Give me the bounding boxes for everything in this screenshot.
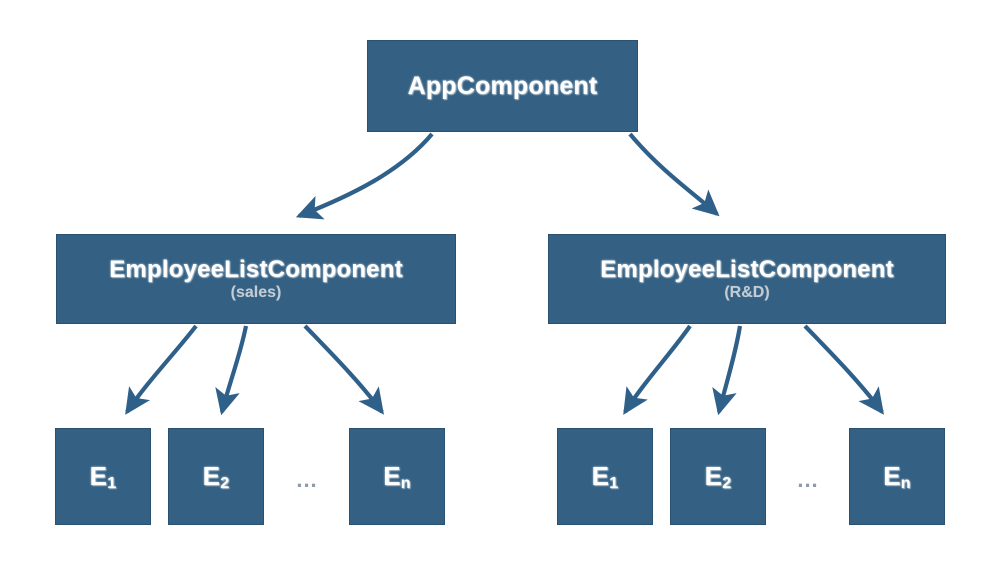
ellipsis-sales: ...: [296, 467, 318, 492]
node-employee-sales-n-base: E: [383, 460, 401, 491]
node-employee-sales-2-label: E2: [202, 460, 230, 493]
node-employee-list-component-rnd-subtitle: (R&D): [724, 283, 770, 301]
edge-rnd-to-en: [803, 324, 884, 415]
node-employee-sales-n[interactable]: En: [349, 428, 445, 525]
node-employee-sales-1-base: E: [89, 460, 108, 491]
node-employee-rnd-1-base: E: [591, 460, 610, 491]
node-employee-rnd-n-label: En: [883, 460, 911, 493]
ellipsis-rnd: ...: [797, 467, 819, 492]
node-employee-rnd-2-label: E2: [704, 460, 732, 493]
edge-rnd-to-e1: [623, 324, 692, 415]
edge-sales-to-e2: [215, 325, 249, 416]
node-employee-list-component-sales-subtitle: (sales): [230, 283, 282, 301]
node-employee-rnd-2-base: E: [704, 460, 723, 491]
node-employee-rnd-2[interactable]: E2: [670, 428, 766, 525]
node-employee-rnd-1[interactable]: E1: [557, 428, 653, 525]
node-employee-rnd-2-index: 2: [722, 474, 732, 493]
node-employee-list-component-sales[interactable]: EmployeeListComponent (sales): [56, 234, 456, 324]
node-employee-sales-1[interactable]: E1: [55, 428, 151, 525]
node-employee-rnd-n[interactable]: En: [849, 428, 945, 525]
edge-app-to-rnd: [628, 132, 720, 217]
node-app-component[interactable]: AppComponent: [367, 40, 638, 132]
node-employee-list-component-rnd-label: EmployeeListComponent: [600, 255, 894, 283]
node-employee-sales-2[interactable]: E2: [168, 428, 264, 525]
node-employee-rnd-n-index: n: [900, 474, 911, 493]
node-employee-sales-n-label: En: [383, 460, 411, 493]
node-employee-sales-n-index: n: [400, 474, 411, 493]
node-employee-sales-1-index: 1: [107, 474, 117, 493]
node-employee-list-component-sales-label: EmployeeListComponent: [109, 255, 403, 283]
node-employee-rnd-1-label: E1: [591, 460, 619, 493]
node-employee-rnd-1-index: 1: [609, 474, 619, 493]
edge-rnd-to-e2: [712, 325, 743, 416]
node-employee-sales-2-base: E: [202, 460, 221, 491]
node-employee-rnd-n-base: E: [883, 460, 901, 491]
edge-sales-to-e1: [125, 324, 198, 415]
node-employee-list-component-rnd[interactable]: EmployeeListComponent (R&D): [548, 234, 946, 324]
node-employee-sales-2-index: 2: [220, 474, 230, 493]
node-employee-sales-1-label: E1: [89, 460, 117, 493]
node-app-component-label: AppComponent: [407, 71, 598, 100]
edge-app-to-sales: [295, 132, 434, 220]
edge-sales-to-en: [303, 324, 384, 415]
